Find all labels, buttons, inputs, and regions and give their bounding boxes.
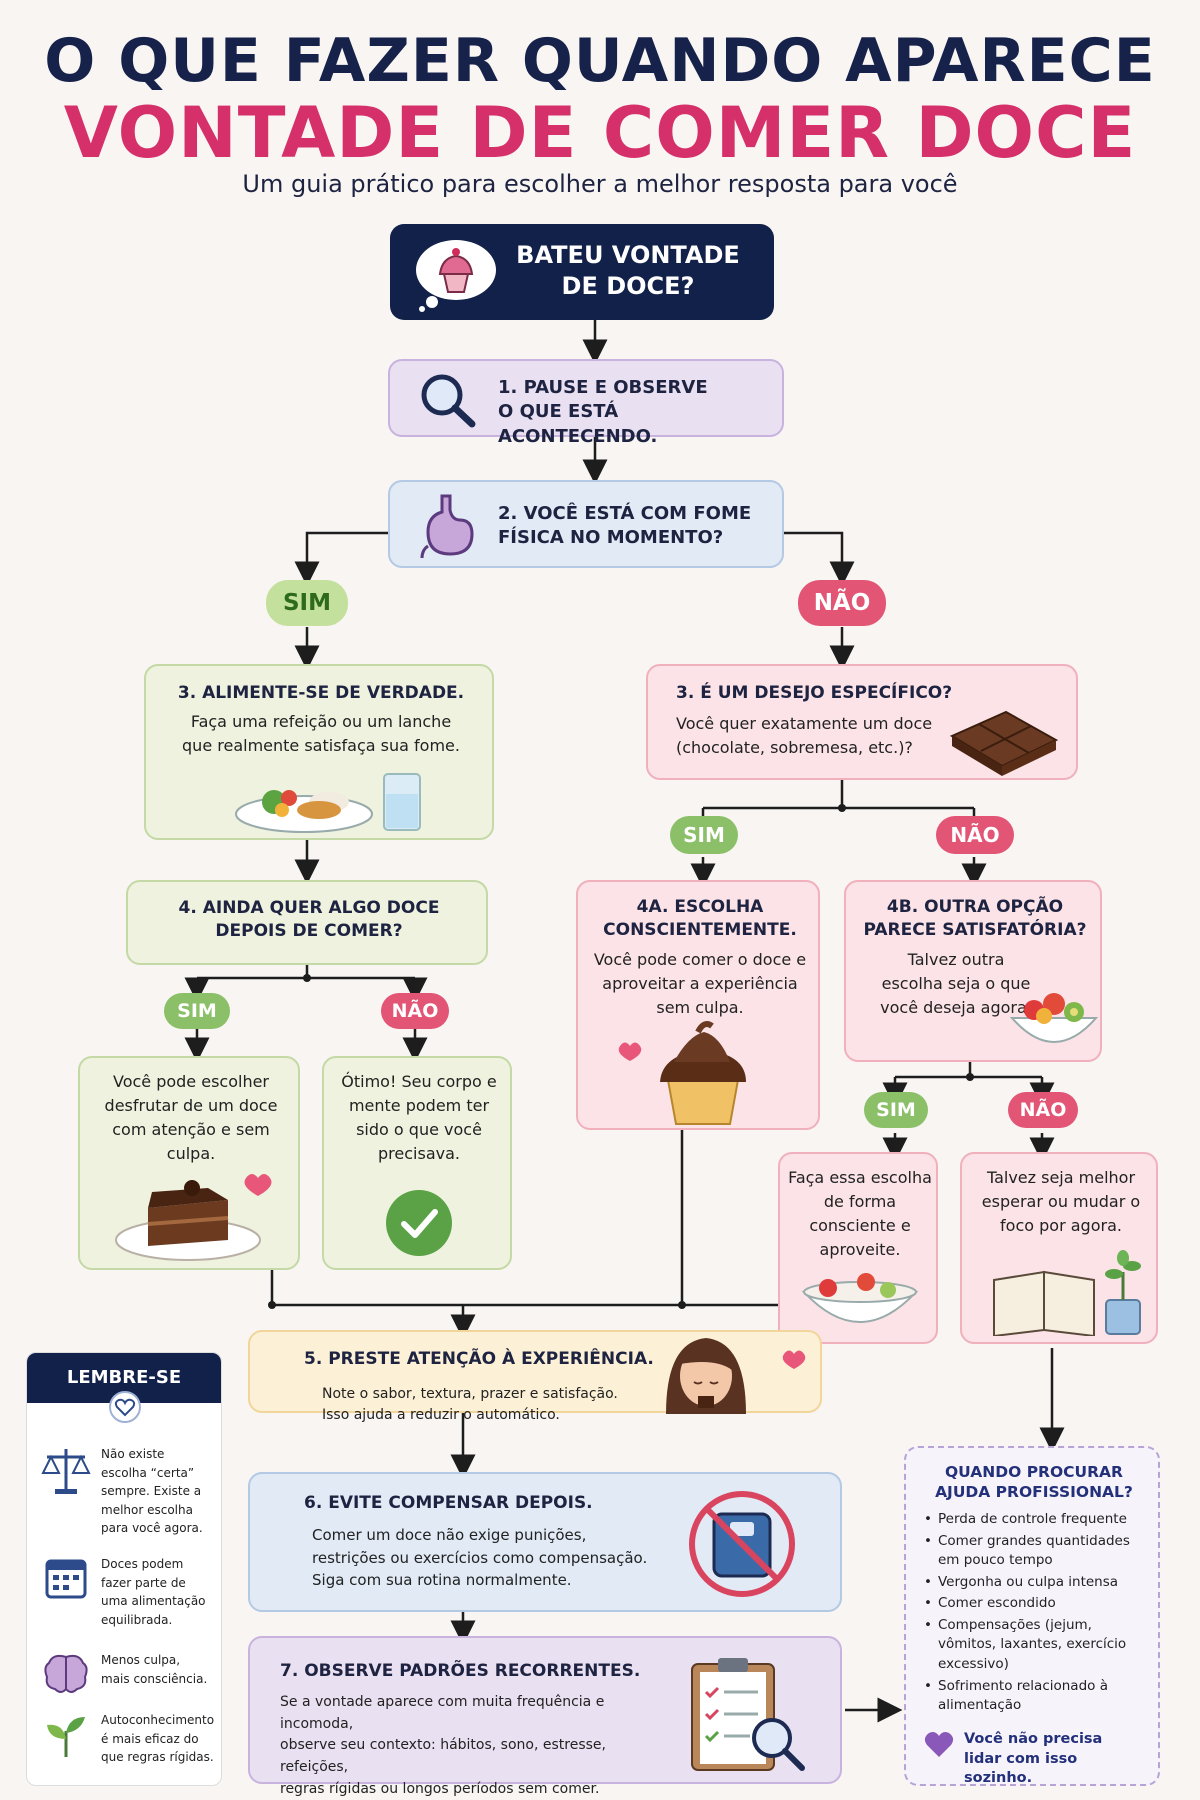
book-plant-icon: [993, 1250, 1141, 1336]
step7-text3: regras rígidas ou longos períodos sem co…: [280, 1780, 600, 1797]
step4b-title: 4B. OUTRA OPÇÃO PARECE SATISFATÓRIA?: [863, 897, 1087, 940]
left-sim-pill: SIM: [164, 993, 230, 1029]
nao-pill-main: NÃO: [798, 580, 886, 626]
step2-line1: 2. VOCÊ ESTÁ COM FOME: [498, 503, 752, 524]
help-item: Comer escondido: [924, 1594, 1150, 1614]
lembre-item-1-text: Não existe escolha “certa” sempre. Exist…: [101, 1447, 203, 1536]
step7-text1: Se a vontade aparece com muita frequênci…: [280, 1694, 605, 1732]
lembre-item-3: Menos culpa, mais consciência.: [41, 1651, 211, 1697]
start-line1: BATEU VONTADE: [516, 241, 740, 269]
meal-plate-icon: [235, 773, 421, 833]
right-step3-title: 3. É UM DESEJO ESPECÍFICO?: [676, 683, 953, 703]
left-step3-text: Faça uma refeição ou um lanche que realm…: [182, 712, 460, 755]
step4a-title: 4A. ESCOLHA CONSCIENTEMENTE.: [603, 897, 797, 940]
right-sim-pill: SIM: [670, 816, 738, 854]
step7-text2: observe seu contexto: hábitos, sono, est…: [280, 1737, 606, 1776]
step6-box: 6. EVITE COMPENSAR DEPOIS. Comer um doce…: [248, 1472, 842, 1612]
left-nao-text: Ótimo! Seu corpo e mente podem ter sido …: [341, 1072, 497, 1163]
start-box: BATEU VONTADE DE DOCE?: [390, 224, 774, 320]
calendar-icon: [45, 1559, 87, 1599]
step4b-sim-pill: SIM: [864, 1092, 928, 1128]
step4b-nao-pill: NÃO: [1008, 1092, 1078, 1128]
right-nao-pill: NÃO: [936, 816, 1014, 854]
heart-icon: [924, 1732, 954, 1757]
step1-box: 1. PAUSE E OBSERVE O QUE ESTÁ ACONTECEND…: [388, 359, 784, 447]
lembre-item-2: Doces podem fazer parte de uma alimentaç…: [41, 1555, 211, 1629]
clipboard-checklist-icon: [691, 1658, 805, 1771]
left-step3-title: 3. ALIMENTE-SE DE VERDADE.: [177, 683, 465, 703]
page-title-line1: O QUE FAZER QUANDO APARECE: [44, 26, 1156, 96]
step2-box: 2. VOCÊ ESTÁ COM FOME FÍSICA NO MOMENTO?: [388, 480, 784, 568]
step6-text3: Siga com sua rotina normalmente.: [312, 1571, 572, 1589]
page-subtitle: Um guia prático para escolher a melhor r…: [242, 170, 958, 198]
help-item: Compensações (jejum, vômitos, laxantes, …: [924, 1616, 1150, 1675]
left-step3-box: 3. ALIMENTE-SE DE VERDADE. Faça uma refe…: [144, 664, 494, 840]
left-step4-box: 4. AINDA QUER ALGO DOCE DEPOIS DE COMER?: [126, 880, 488, 965]
left-nao-pill: NÃO: [381, 993, 449, 1029]
step4a-box: 4A. ESCOLHA CONSCIENTEMENTE. Você pode c…: [576, 880, 820, 1130]
cake-slice-icon: [115, 1174, 272, 1261]
step5-text1: Note o sabor, textura, prazer e satisfaç…: [322, 1386, 618, 1402]
step4b-nao-box: Talvez seja melhor esperar ou mudar o fo…: [960, 1152, 1158, 1344]
step1-line1: 1. PAUSE E OBSERVE: [498, 377, 708, 398]
step6-text1: Comer um doce não exige punições,: [312, 1526, 587, 1544]
step6-title: 6. EVITE COMPENSAR DEPOIS.: [304, 1493, 593, 1513]
right-step3-text: Você quer exatamente um doce (chocolate,…: [676, 714, 933, 757]
step4b-box: 4B. OUTRA OPÇÃO PARECE SATISFATÓRIA? Tal…: [844, 880, 1102, 1062]
help-item: Sofrimento relacionado à alimentação: [924, 1677, 1150, 1716]
cupcake-thought-icon: [416, 240, 496, 312]
lembre-item-3-text: Menos culpa, mais consciência.: [101, 1653, 208, 1686]
lembre-item-1: Não existe escolha “certa” sempre. Exist…: [41, 1445, 211, 1538]
lembre-item-2-text: Doces podem fazer parte de uma alimentaç…: [101, 1557, 206, 1627]
help-footer: Você não precisa lidar com isso sozinho.: [964, 1731, 1103, 1787]
step5-title: 5. PRESTE ATENÇÃO À EXPERIÊNCIA.: [304, 1349, 654, 1369]
sprout-icon: [47, 1717, 85, 1757]
step7-box: 7. OBSERVE PADRÕES RECORRENTES. Se a von…: [248, 1636, 842, 1797]
sim-pill-main: SIM: [266, 580, 348, 626]
balance-scale-icon: [41, 1449, 91, 1494]
chocolate-cupcake-icon: [618, 1021, 746, 1125]
help-item: Vergonha ou culpa intensa: [924, 1573, 1150, 1593]
yogurt-fruit-bowl-icon: [801, 1273, 919, 1323]
woman-eating-chocolate-icon: [666, 1338, 806, 1414]
help-title: QUANDO PROCURAR AJUDA PROFISSIONAL?: [935, 1463, 1133, 1502]
step4b-nao-text: Talvez seja melhor esperar ou mudar o fo…: [981, 1168, 1141, 1235]
lembre-item-4-text: Autoconhecimento é mais eficaz do que re…: [101, 1713, 215, 1765]
step6-text2: restrições ou exercícios como compensaçã…: [312, 1548, 648, 1567]
step4a-text: Você pode comer o doce e aproveitar a ex…: [593, 950, 807, 1017]
step5-text2: Isso ajuda a reduzir o automático.: [322, 1407, 560, 1423]
chocolate-bar-icon: [949, 710, 1059, 776]
left-sim-box: Você pode escolher desfrutar de um doce …: [78, 1056, 300, 1270]
step2-line2: FÍSICA NO MOMENTO?: [498, 527, 724, 549]
start-line2: DE DOCE?: [561, 272, 695, 301]
step4b-sim-text: Faça essa escolha de forma consciente e …: [788, 1168, 932, 1259]
step7-title: 7. OBSERVE PADRÕES RECORRENTES.: [280, 1661, 641, 1681]
heart-badge-icon: [109, 1391, 141, 1423]
step4b-text: Talvez outra escolha seja o que você des…: [880, 950, 1032, 1017]
step1-line2: O QUE ESTÁ ACONTECENDO.: [498, 401, 658, 447]
stomach-icon: [420, 494, 474, 559]
help-panel: QUANDO PROCURAR AJUDA PROFISSIONAL? Perd…: [904, 1446, 1160, 1786]
left-step4-title: 4. AINDA QUER ALGO DOCE DEPOIS DE COMER?: [178, 898, 440, 941]
fruit-bowl-icon: [1009, 993, 1099, 1043]
magnifier-icon: [421, 374, 476, 428]
step4b-sim-box: Faça essa escolha de forma consciente e …: [778, 1152, 938, 1344]
left-nao-box: Ótimo! Seu corpo e mente podem ter sido …: [322, 1056, 512, 1270]
help-item: Comer grandes quantidades em pouco tempo: [924, 1532, 1150, 1571]
help-item: Perda de controle frequente: [924, 1510, 1150, 1530]
check-circle-icon: [386, 1190, 452, 1256]
left-sim-text: Você pode escolher desfrutar de um doce …: [104, 1072, 278, 1163]
help-list: Perda de controle frequente Comer grande…: [924, 1510, 1150, 1718]
no-scale-icon: [689, 1491, 795, 1597]
page-title-line2: VONTADE DE COMER DOCE: [63, 92, 1137, 174]
brain-icon: [44, 1654, 88, 1693]
lembre-item-4: Autoconhecimento é mais eficaz do que re…: [41, 1711, 215, 1767]
right-step3-box: 3. É UM DESEJO ESPECÍFICO? Você quer exa…: [646, 664, 1078, 780]
step5-box: 5. PRESTE ATENÇÃO À EXPERIÊNCIA. Note o …: [248, 1330, 822, 1423]
lembre-panel: LEMBRE-SE Não existe escolha “certa” sem…: [26, 1352, 222, 1786]
